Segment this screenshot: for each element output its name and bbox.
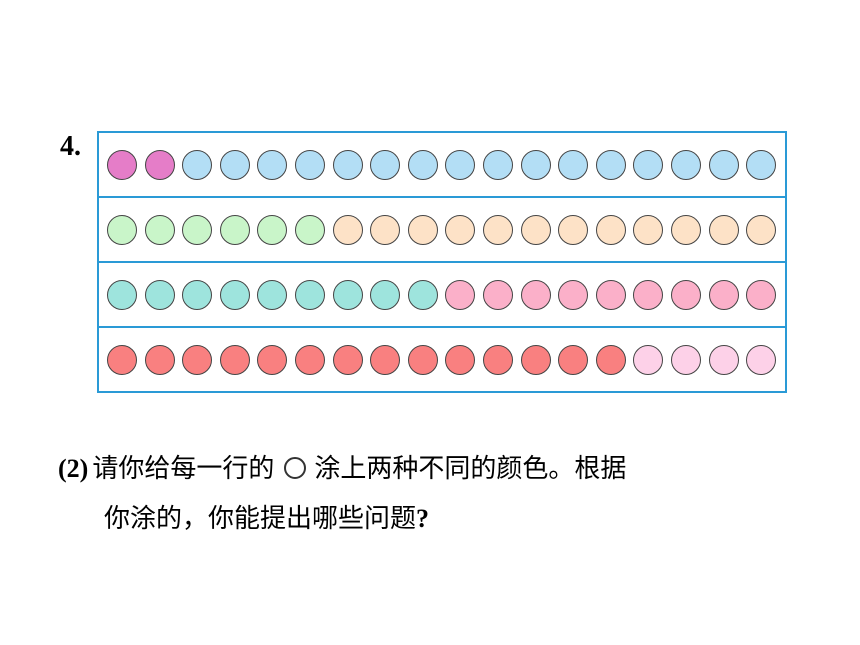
circle-icon [144,214,175,245]
circle-icon [107,279,137,310]
circle-icon [219,279,250,310]
circle-icon [182,344,213,375]
circle-icon [182,149,213,180]
circle-icon [670,279,701,310]
question-number: 4. [60,131,81,162]
circle-icon [520,214,551,245]
circle-icon [257,279,288,310]
circle-icon [407,279,438,310]
circle-icon [633,149,664,180]
circle-icon [595,344,626,375]
circle-icon [107,344,137,375]
circle-icon [219,214,250,245]
instruction-text: (2)请你给每一行的 涂上两种不同的颜色。根据 你涂的，你能提出哪些问题? [58,444,626,544]
circle-icon [370,214,401,245]
circle-grid [97,131,787,393]
circle-icon [107,214,137,245]
circle-icon [257,344,288,375]
circle-icon [558,149,589,180]
circle-icon [633,279,664,310]
circle-icon [746,279,777,310]
circle-outline-icon [284,457,307,479]
instruction-line-1: (2)请你给每一行的 涂上两种不同的颜色。根据 [58,444,626,494]
grid-row-4 [99,326,785,391]
circle-icon [708,344,739,375]
circle-icon [595,149,626,180]
circle-icon [332,214,363,245]
circle-icon [219,344,250,375]
circle-icon [482,149,513,180]
circle-icon [670,149,701,180]
circle-icon [746,344,777,375]
circle-icon [332,279,363,310]
circle-icon [407,149,438,180]
instruction-text-part-1: 请你给每一行的 [92,454,275,484]
circle-icon [520,344,551,375]
circle-icon [482,279,513,310]
circle-icon [107,149,137,180]
circle-icon [332,149,363,180]
circle-icon [708,279,739,310]
circle-icon [370,149,401,180]
circle-icon [407,344,438,375]
circle-icon [558,214,589,245]
circle-icon [445,149,476,180]
instruction-text-part-2: 涂上两种不同的颜色。根据 [314,454,627,484]
grid-row-3 [99,261,785,326]
circle-icon [520,149,551,180]
circle-icon [670,214,701,245]
circle-icon [595,214,626,245]
circle-icon [445,344,476,375]
circle-icon [595,279,626,310]
question-mark: ? [416,504,430,533]
circle-icon [144,344,175,375]
circle-icon [633,214,664,245]
circle-icon [746,214,777,245]
sub-question-label: (2) [58,454,89,483]
circle-icon [257,214,288,245]
grid-row-2 [99,196,785,261]
circle-icon [182,214,213,245]
circle-icon [670,344,701,375]
circle-icon [482,344,513,375]
circle-icon [144,149,175,180]
circle-icon [482,214,513,245]
grid-row-1 [99,133,785,196]
circle-icon [633,344,664,375]
circle-icon [294,214,325,245]
circle-icon [558,344,589,375]
instruction-text-part-3: 你涂的，你能提出哪些问题 [104,504,417,534]
circle-icon [708,214,739,245]
circle-icon [445,279,476,310]
circle-icon [332,344,363,375]
circle-icon [708,149,739,180]
circle-icon [370,344,401,375]
instruction-line-2: 你涂的，你能提出哪些问题? [58,494,626,544]
circle-icon [558,279,589,310]
circle-icon [294,279,325,310]
circle-icon [294,149,325,180]
circle-icon [407,214,438,245]
circle-icon [219,149,250,180]
circle-icon [294,344,325,375]
circle-icon [520,279,551,310]
circle-icon [445,214,476,245]
circle-icon [746,149,777,180]
circle-icon [257,149,288,180]
circle-icon [144,279,175,310]
circle-icon [182,279,213,310]
circle-icon [370,279,401,310]
